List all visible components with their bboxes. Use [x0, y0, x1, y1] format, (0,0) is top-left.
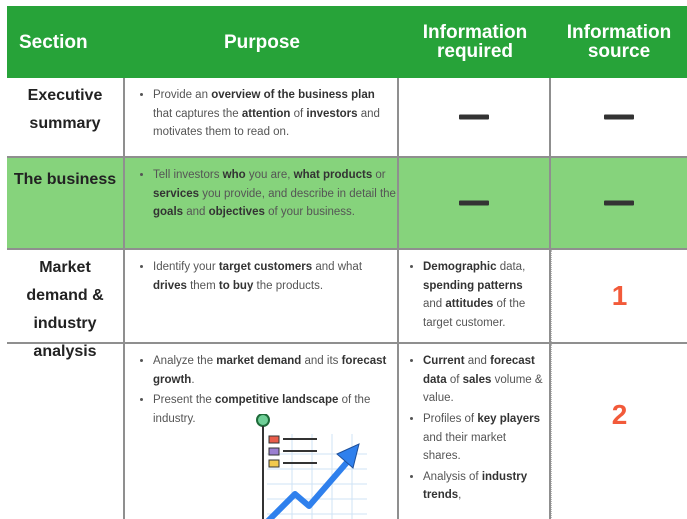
- bullet-item: Analysis of industry trends,: [423, 468, 545, 505]
- bullet-item: Provide an overview of the business plan…: [153, 86, 397, 142]
- dash-mark: [604, 114, 634, 120]
- bullet-item: Profiles of key players and their market…: [423, 410, 545, 466]
- section-market-demand: Market demand & industry analysis: [7, 250, 125, 360]
- info-required-cell: [399, 78, 551, 156]
- bullet-item: Analyze the market demand and its foreca…: [153, 352, 397, 389]
- bullet-list: Provide an overview of the business plan…: [125, 78, 397, 142]
- row-the-business: The business Tell investors who you are,…: [7, 158, 687, 250]
- info-source-cell: 2: [551, 344, 687, 519]
- bullet-list: Analyze the market demand and its foreca…: [125, 344, 397, 429]
- info-source-cell: 1: [551, 250, 687, 342]
- bullet-list: Identify your target customers and what …: [125, 250, 397, 295]
- growth-chart-icon: [256, 414, 367, 519]
- info-required-cell: [399, 158, 551, 248]
- bullet-item: Identify your target customers and what …: [153, 258, 397, 295]
- section-the-business: The business: [7, 158, 125, 248]
- dash-mark: [459, 114, 489, 120]
- info-required-cell: Current and forecast data of sales volum…: [399, 344, 551, 519]
- purpose-cell: Provide an overview of the business plan…: [125, 78, 399, 156]
- dash-mark: [459, 200, 489, 206]
- header-info-required: Information required: [422, 22, 528, 62]
- section-executive-summary: Executive summary: [7, 78, 125, 156]
- info-required-cell: Demographic data, spending patterns and …: [399, 250, 551, 342]
- source-number-1: 1: [611, 280, 628, 311]
- bullet-list: Demographic data, spending patterns and …: [399, 250, 549, 333]
- bullet-item: Current and forecast data of sales volum…: [423, 352, 545, 408]
- bullet-list: Current and forecast data of sales volum…: [399, 344, 549, 505]
- row-market-target-customers: Market demand & industry analysis Identi…: [7, 250, 687, 360]
- section-continuation: [7, 344, 125, 519]
- header-purpose: Purpose: [223, 31, 301, 53]
- header-section: Section: [19, 31, 88, 53]
- info-source-cell: [551, 78, 687, 156]
- purpose-cell: Identify your target customers and what …: [125, 250, 399, 342]
- table-header: Section Purpose Information required Inf…: [7, 6, 687, 78]
- header-info-source: Information source: [566, 22, 672, 62]
- info-source-cell: [551, 158, 687, 248]
- dash-mark: [604, 200, 634, 206]
- bullet-list: Tell investors who you are, what product…: [125, 158, 397, 222]
- row-market-demand-growth: Analyze the market demand and its foreca…: [7, 342, 687, 519]
- bullet-item: Demographic data, spending patterns and …: [423, 258, 545, 333]
- row-executive-summary: Executive summary Provide an overview of…: [7, 78, 687, 158]
- bullet-item: Present the competitive landscape of the…: [153, 391, 397, 428]
- bullet-item: Tell investors who you are, what product…: [153, 166, 397, 222]
- source-number-2: 2: [611, 399, 628, 431]
- purpose-cell: Tell investors who you are, what product…: [125, 158, 399, 248]
- purpose-cell: Analyze the market demand and its foreca…: [125, 344, 399, 519]
